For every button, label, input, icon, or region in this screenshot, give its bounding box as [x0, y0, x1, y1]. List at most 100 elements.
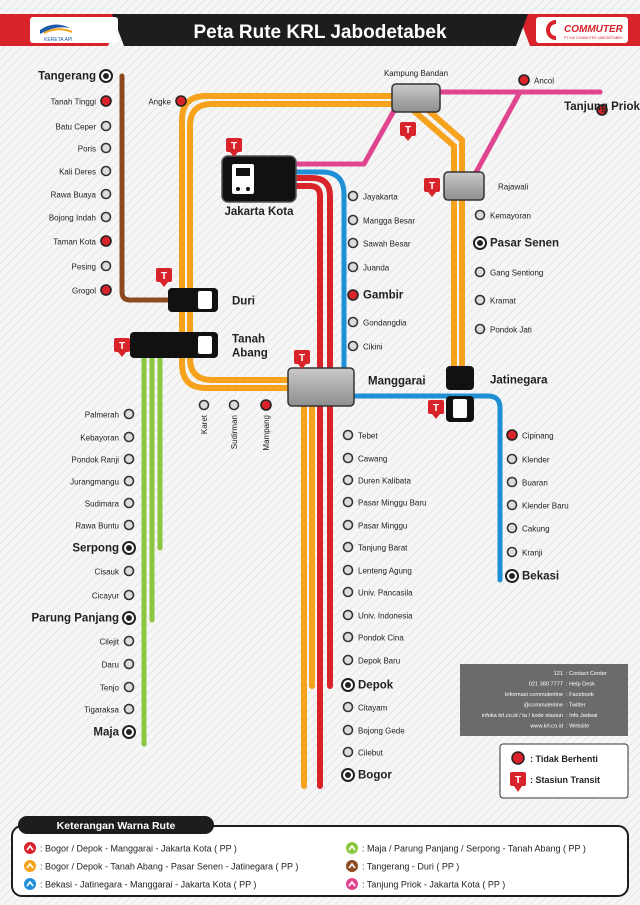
station-marker [347, 340, 359, 352]
station-marker [347, 316, 359, 328]
page-title: Peta Rute KRL Jabodetabek [193, 22, 446, 43]
station-marker [342, 746, 354, 758]
route-legend-item: : Tangerang - Duri ( PP ) [346, 860, 459, 872]
info-key: 021 380 7777 [529, 682, 563, 688]
svg-text:T: T [231, 141, 237, 152]
station-label: Daru [102, 661, 119, 670]
legend-not-stopping: : Tidak Berhenti [530, 754, 598, 764]
station-kemayoran: Kemayoran [474, 209, 531, 221]
station-marker [123, 475, 135, 487]
station-label: Gambir [363, 290, 404, 302]
station-label: Sawah Besar [363, 240, 411, 249]
station-pondok-ranji: Pondok Ranji [71, 453, 135, 465]
svg-text:T: T [299, 353, 305, 364]
station-label: Duri [232, 296, 255, 308]
station-pondok-jati: Pondok Jati [474, 323, 532, 335]
route-color-icon [24, 860, 36, 872]
station-cisauk: Cisauk [95, 565, 135, 577]
train-icon [198, 336, 212, 354]
station-mampang: Mampang [260, 399, 272, 451]
route-legend-item: : Bekasi - Jatinegara - Manggarai - Jaka… [24, 878, 256, 890]
station-poris: Poris [78, 142, 112, 154]
station-label: Tangerang [38, 71, 96, 83]
station-marker-not-stopping [596, 104, 608, 116]
station-duri: Duri [232, 296, 255, 308]
info-key: Informasi commuterline [505, 692, 563, 698]
station-label: Depok Baru [358, 657, 400, 666]
station-label: Cakung [522, 525, 550, 534]
station-marker [123, 658, 135, 670]
station-marker [342, 519, 354, 531]
station-gondangdia: Gondangdia [347, 316, 407, 328]
station-kramat: Kramat [474, 294, 517, 306]
station-juanda: Juanda [347, 261, 390, 273]
station-label: Cikini [363, 343, 383, 352]
station-univ-pancasila: Univ. Pancasila [342, 586, 413, 598]
symbol-legend: : Tidak Berhenti T : Stasiun Transit [499, 743, 629, 799]
station-marker [123, 565, 135, 577]
station-kali-deres: Kali Deres [59, 165, 112, 177]
commuter-logo-icon [546, 20, 557, 40]
station-label: Pondok Jati [490, 326, 532, 335]
station-gambir: Gambir [347, 289, 404, 302]
station-label: Duren Kalibata [358, 477, 411, 486]
station-marker [342, 474, 354, 486]
station-label: Poris [78, 145, 96, 154]
svg-text:T: T [515, 775, 521, 786]
station-daru: Daru [102, 658, 135, 670]
route-line-pink-2 [471, 89, 603, 179]
station-marker [474, 323, 486, 335]
station-marker-not-stopping [518, 74, 530, 86]
station-label: Tanjung Barat [358, 544, 408, 553]
station-label: Citayam [358, 704, 388, 713]
station-label: Tanah [232, 334, 265, 346]
logo-left [30, 17, 118, 43]
station-cakung: Cakung [506, 522, 550, 534]
station-tanjung-priok: Tanjung Priok [564, 101, 640, 116]
station-marker [506, 499, 518, 511]
hub-manggarai [287, 367, 355, 407]
station-marker [342, 631, 354, 643]
station-label: Pasar Minggu [358, 522, 407, 531]
route-color-icon [346, 842, 358, 854]
info-key: www.krl.co.id [529, 724, 563, 730]
station-marker-not-stopping [260, 399, 272, 411]
station-klender-baru: Klender Baru [506, 499, 569, 511]
station-pesing: Pesing [72, 260, 112, 272]
station-depok-baru: Depok Baru [342, 654, 400, 666]
station-marker [342, 586, 354, 598]
station-pasar-minggu: Pasar Minggu [342, 519, 407, 531]
station-label: Rawa Buntu [75, 522, 119, 531]
route-legend-item: : Tanjung Priok - Jakarta Kota ( PP ) [346, 878, 505, 890]
station-pasar-minggu-baru: Pasar Minggu Baru [342, 496, 426, 508]
station-label: Maja [93, 727, 119, 739]
info-value: : Website [566, 724, 589, 730]
route-legend-title: Keterangan Warna Rute [57, 820, 176, 832]
info-value: : Contact Center [566, 671, 607, 677]
route-legend-label: : Bogor / Depok - Manggarai - Jakarta Ko… [40, 844, 237, 854]
station-marker [342, 654, 354, 666]
station-marker [123, 635, 135, 647]
hub-tanah-abang [130, 332, 218, 358]
route-legend-label: : Bekasi - Jatinegara - Manggarai - Jaka… [40, 880, 256, 890]
route-color-icon [24, 842, 36, 854]
station-label: Pondok Cina [358, 634, 404, 643]
info-value: : Facebook [566, 692, 594, 698]
station-label: Kali Deres [59, 168, 96, 177]
station-label: Bekasi [522, 571, 559, 583]
transit-icon: T [226, 138, 242, 157]
station-lenteng-agung: Lenteng Agung [342, 564, 412, 576]
station-tangerang: Tangerang [38, 69, 113, 83]
station-marker [506, 546, 518, 558]
station-label: Jayakarta [363, 193, 398, 202]
station-rawa-buntu: Rawa Buntu [75, 519, 135, 531]
route-line-brown [119, 73, 173, 303]
station-rajawali: Rajawali [498, 183, 528, 192]
station-label: Rawa Buaya [51, 191, 97, 200]
kai-logo-icon [40, 24, 70, 34]
transit-icon: T [424, 178, 440, 197]
transit-icon: T [294, 350, 310, 369]
